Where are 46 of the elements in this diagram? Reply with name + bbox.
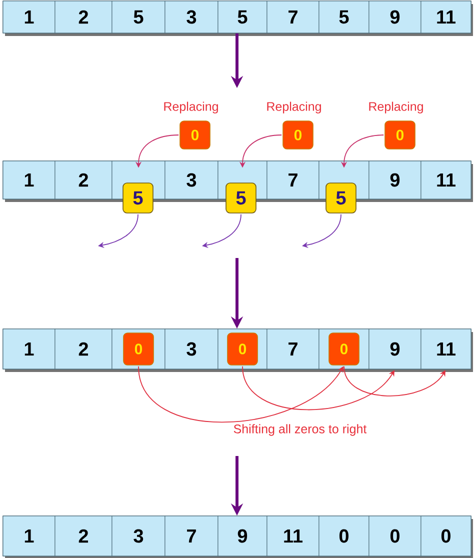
array-cell: 3	[164, 328, 218, 370]
curved-arrow	[138, 366, 344, 423]
step-caption: Replacing	[267, 102, 321, 114]
array-cell: 0	[318, 516, 370, 556]
curved-arrow	[242, 366, 394, 410]
array-cell: 7	[164, 516, 218, 556]
array-cell: 2	[54, 0, 112, 34]
array-cell: 1	[2, 516, 56, 556]
array-cell: 3	[112, 516, 166, 556]
number-badge: 5	[226, 182, 256, 214]
number-badge: 5	[122, 182, 154, 214]
array-cell: 0	[420, 516, 472, 556]
array-cell: 3	[164, 0, 218, 34]
number-badge: 0	[282, 120, 314, 150]
step-caption: Replacing	[164, 102, 218, 114]
array-cell: 7	[266, 0, 320, 34]
array-cell: 11	[420, 328, 472, 370]
number-badge: 0	[328, 332, 360, 366]
array-cell: 9	[218, 516, 268, 556]
number-badge: 0	[384, 120, 416, 150]
array-cell: 11	[420, 0, 472, 34]
array-cell: 7	[266, 160, 320, 200]
array-cell: 11	[266, 516, 320, 556]
caption-text: Shifting all zeros to right	[234, 424, 367, 436]
array-cell: 0	[368, 516, 422, 556]
array-cell: 11	[420, 160, 472, 200]
array-cell: 2	[54, 516, 112, 556]
array-cell: 1	[2, 328, 56, 370]
array-cell: 1	[2, 0, 56, 34]
array-cell: 7	[266, 328, 320, 370]
array-cell: 9	[368, 0, 422, 34]
number-badge: 0	[180, 120, 210, 150]
number-badge: 5	[326, 182, 356, 214]
array-cell: 3	[164, 160, 218, 200]
curved-arrow	[344, 366, 446, 396]
array-cell: 5	[318, 0, 370, 34]
array-cell: 5	[218, 0, 268, 34]
array-cell: 9	[368, 160, 422, 200]
step-caption: Replacing	[369, 102, 423, 114]
array-cell: 1	[2, 160, 56, 200]
array-cell: 9	[368, 328, 422, 370]
number-badge: 0	[227, 332, 258, 366]
array-cell: 2	[54, 328, 112, 370]
array-cell: 5	[112, 0, 166, 34]
array-cell: 2	[54, 160, 112, 200]
number-badge: 0	[123, 332, 154, 366]
